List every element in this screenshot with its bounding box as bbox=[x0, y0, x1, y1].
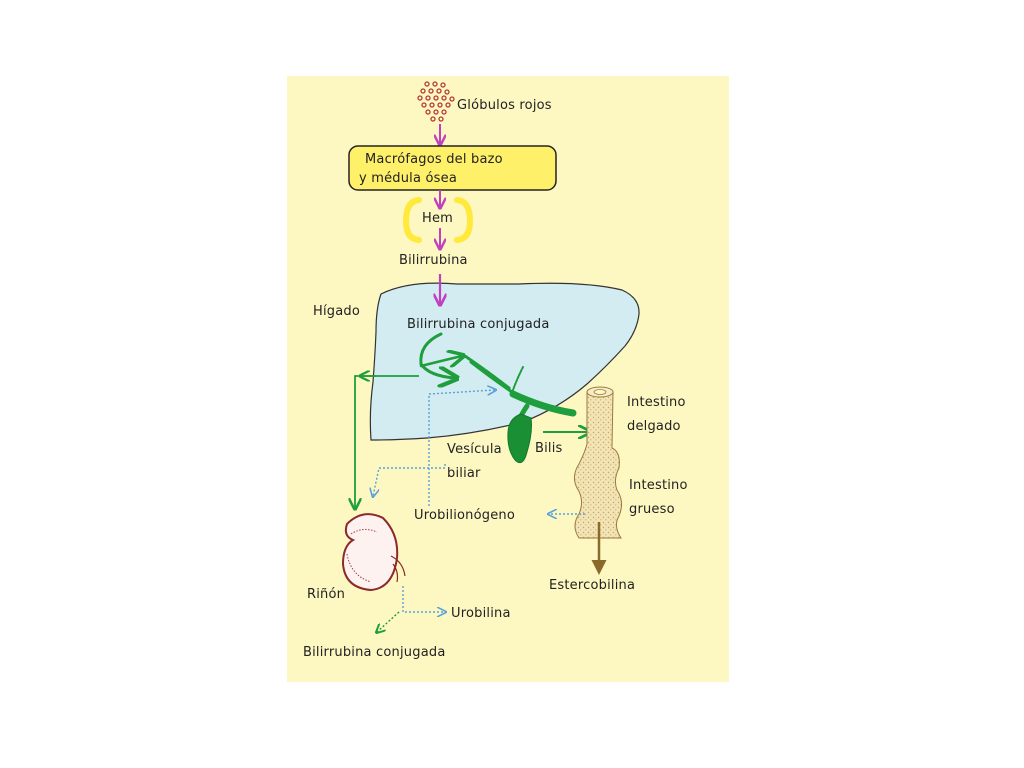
label-intestino-grueso-line2: grueso bbox=[629, 502, 675, 517]
label-rinon: Riñón bbox=[307, 587, 345, 602]
label-hem: Hem bbox=[422, 211, 453, 226]
kidney-icon bbox=[341, 513, 406, 592]
label-bilis: Bilis bbox=[535, 441, 563, 456]
bilirubin-metabolism-diagram: Glóbulos rojos Macrófagos del bazo y méd… bbox=[287, 76, 729, 682]
label-globulos-rojos: Glóbulos rojos bbox=[457, 98, 552, 113]
label-macrofagos-line1: Macrófagos del bazo bbox=[365, 152, 503, 167]
label-intestino-delgado-line1: Intestino bbox=[627, 395, 686, 410]
hem-left-bracket bbox=[402, 197, 422, 243]
label-urobilinogeno: Urobilionógeno bbox=[414, 508, 515, 523]
macrophage-box bbox=[348, 145, 557, 191]
red-blood-cells-icon bbox=[417, 81, 455, 122]
label-intestino-delgado-line2: delgado bbox=[627, 419, 681, 434]
arrow-kidney-to-bilirrubina-conjugada bbox=[377, 611, 400, 632]
hem-right-bracket bbox=[454, 197, 474, 243]
label-intestino-grueso-line1: Intestino bbox=[629, 478, 688, 493]
small-intestine-shape bbox=[573, 386, 623, 539]
label-higado: Hígado bbox=[313, 304, 360, 319]
label-urobilina: Urobilina bbox=[451, 606, 511, 621]
liver-shape bbox=[369, 282, 640, 441]
label-estercobilina: Estercobilina bbox=[549, 578, 635, 593]
gallbladder-shape bbox=[507, 413, 532, 464]
label-vesicula-line1: Vesícula bbox=[447, 442, 502, 457]
label-bilirrubina-conjugada-higado: Bilirrubina conjugada bbox=[407, 317, 549, 332]
bile-duct-network bbox=[419, 332, 577, 429]
label-vesicula-line2: biliar bbox=[447, 466, 481, 481]
arrow-urobilinogeno-to-kidney bbox=[373, 464, 446, 496]
label-bilirrubina-conjugada-orina: Bilirrubina conjugada bbox=[303, 645, 445, 660]
label-bilirrubina: Bilirrubina bbox=[399, 253, 468, 268]
label-macrofagos-line2: y médula ósea bbox=[359, 171, 457, 186]
arrow-kidney-to-urobilina bbox=[402, 586, 445, 612]
arrow-conjugated-to-kidney bbox=[355, 375, 419, 508]
